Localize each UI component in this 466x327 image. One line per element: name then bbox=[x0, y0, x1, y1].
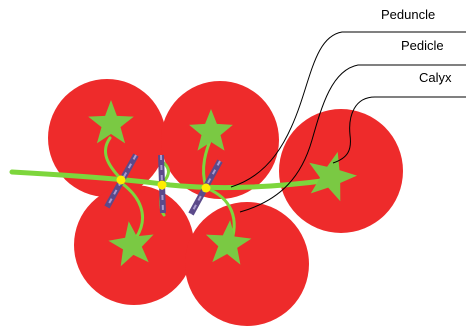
calyx-star bbox=[309, 151, 357, 202]
peduncle-leader-line bbox=[230, 31, 466, 188]
calyx-label: Calyx bbox=[419, 70, 452, 85]
leader-lines bbox=[230, 31, 466, 213]
calyx-star bbox=[108, 221, 154, 267]
calyx-stars bbox=[88, 100, 357, 267]
joint-dot bbox=[116, 175, 126, 185]
peduncle-label: Peduncle bbox=[381, 7, 436, 22]
calyx-star bbox=[189, 109, 233, 151]
joint-dot bbox=[157, 180, 167, 190]
tomato-fruit bbox=[48, 79, 166, 197]
peduncle-stem bbox=[9, 169, 333, 191]
pedicle-stem bbox=[118, 180, 145, 240]
pedicle-stem bbox=[104, 136, 122, 180]
tomato-fruit bbox=[185, 202, 309, 326]
pedicle-label: Pedicle bbox=[401, 38, 444, 53]
calyx-star bbox=[205, 220, 252, 265]
pedicle-leader-line bbox=[239, 64, 466, 213]
joint-dot bbox=[201, 183, 211, 193]
calyx-leader-line bbox=[332, 96, 466, 164]
calyx-star bbox=[88, 100, 134, 144]
joints bbox=[116, 175, 211, 193]
